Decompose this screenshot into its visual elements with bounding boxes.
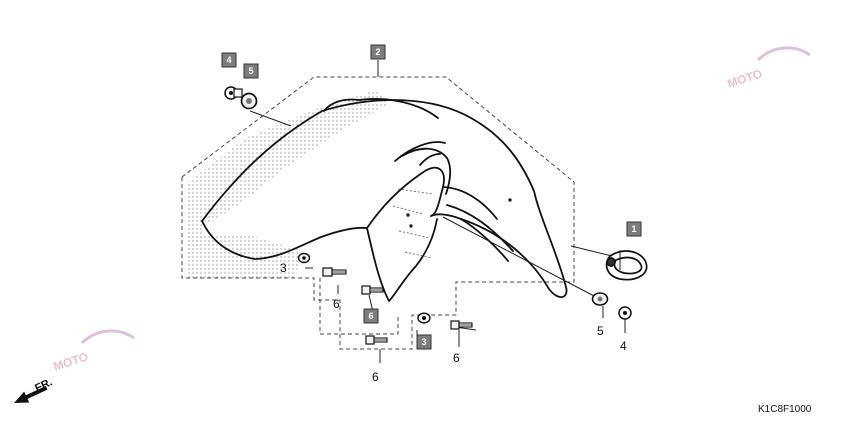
watermark-bottom-left: MOTO bbox=[52, 329, 135, 374]
front-fender bbox=[201, 98, 568, 302]
part-5-right-grommet bbox=[591, 292, 609, 306]
callout-3-label: 3 bbox=[421, 337, 426, 347]
part-3-center-grommet bbox=[417, 312, 431, 324]
callout-6-label: 6 bbox=[368, 311, 373, 321]
label-4-right: 4 bbox=[620, 339, 627, 353]
callout-5-label: 5 bbox=[248, 66, 253, 76]
bolt-6-left bbox=[322, 267, 347, 277]
callout-6-box: 6 bbox=[363, 308, 379, 324]
leader-lines bbox=[249, 60, 626, 363]
fender-inner-detail bbox=[392, 188, 434, 259]
assembly-outlines bbox=[181, 76, 575, 350]
callout-1-box: 1 bbox=[626, 221, 642, 237]
watermark-text-bottom: MOTO bbox=[52, 349, 90, 373]
callout-4-box: 4 bbox=[221, 52, 237, 68]
label-6-left: 6 bbox=[333, 297, 340, 311]
bolt-6-middle bbox=[361, 285, 384, 295]
label-6-lower: 6 bbox=[372, 370, 379, 384]
fender-shading bbox=[188, 90, 389, 278]
bolt-6-right bbox=[450, 320, 473, 330]
label-3-left: 3 bbox=[280, 261, 287, 275]
direction-label: FR. bbox=[33, 376, 54, 394]
part-5-top bbox=[240, 92, 258, 110]
callout-2-label: 2 bbox=[375, 47, 380, 57]
front-arrow-icon bbox=[14, 385, 48, 403]
callout-2-box: 2 bbox=[370, 44, 386, 60]
callout-3-box: 3 bbox=[416, 334, 432, 350]
front-direction-indicator: FR. bbox=[14, 376, 54, 403]
drawing-code: K1C8F1000 bbox=[758, 404, 812, 415]
label-5-right: 5 bbox=[597, 324, 604, 338]
part-4-top bbox=[224, 86, 243, 100]
label-6-right: 6 bbox=[453, 351, 460, 365]
part-4-right-nut bbox=[618, 306, 632, 320]
callout-4-label: 4 bbox=[226, 55, 231, 65]
callout-5-box: 5 bbox=[243, 63, 259, 79]
part-1-clamp bbox=[605, 250, 648, 281]
fender-holes bbox=[406, 198, 512, 228]
bolt-6-lower bbox=[365, 335, 388, 345]
watermark-text-top: MOTO bbox=[726, 66, 764, 90]
callout-1-label: 1 bbox=[631, 224, 636, 234]
watermark-top-right: MOTO bbox=[726, 46, 811, 91]
part-3-left-grommet bbox=[297, 252, 311, 264]
